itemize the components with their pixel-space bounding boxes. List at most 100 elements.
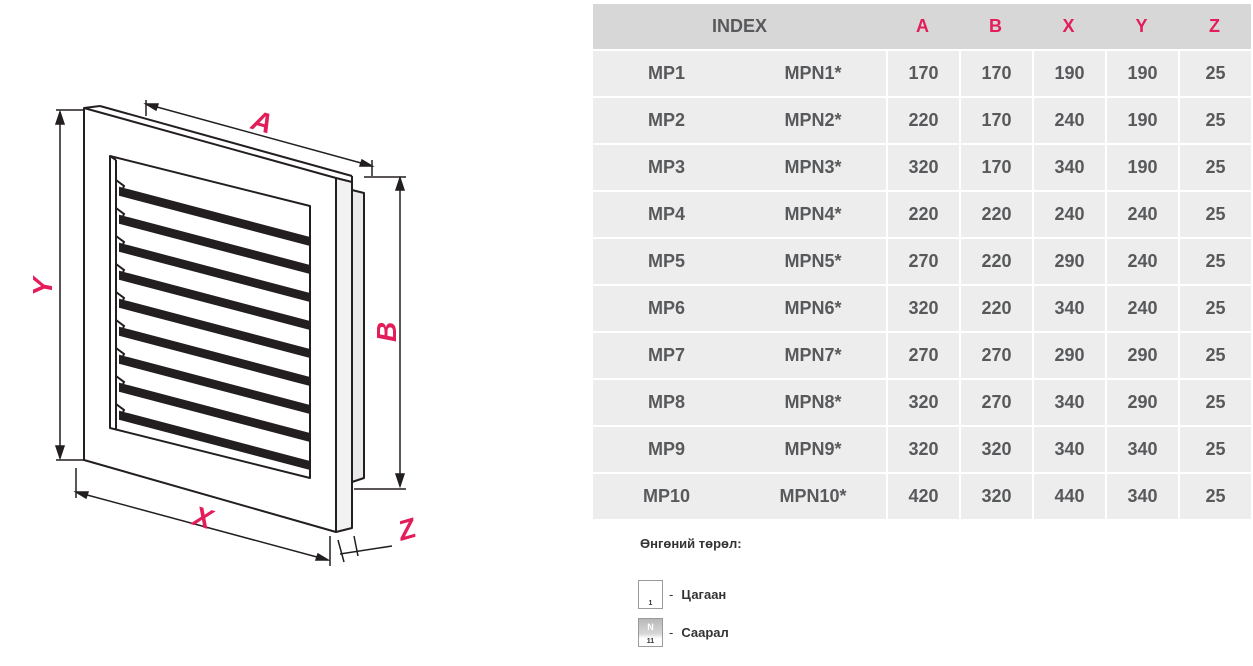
color-option-white: 1 - Цагаан bbox=[638, 580, 726, 609]
cell-index-mpn: MPN2* bbox=[740, 96, 886, 143]
cell-z: 25 bbox=[1178, 190, 1251, 237]
cell-b: 170 bbox=[959, 96, 1032, 143]
cell-b: 320 bbox=[959, 425, 1032, 472]
cell-x: 290 bbox=[1032, 331, 1105, 378]
cell-index-mp: MP4 bbox=[593, 190, 740, 237]
cell-b: 270 bbox=[959, 331, 1032, 378]
color-label-white: Цагаан bbox=[681, 587, 727, 602]
header-z: Z bbox=[1178, 4, 1251, 49]
cell-index-mpn: MPN10* bbox=[740, 472, 886, 519]
cell-b: 170 bbox=[959, 49, 1032, 96]
louvre-hinge bbox=[115, 207, 126, 224]
swatch-code: 1 bbox=[648, 600, 653, 607]
white-swatch: 1 bbox=[638, 580, 663, 609]
cell-y: 190 bbox=[1105, 49, 1178, 96]
cell-x: 440 bbox=[1032, 472, 1105, 519]
cell-x: 340 bbox=[1032, 284, 1105, 331]
cell-index-mp: MP8 bbox=[593, 378, 740, 425]
cell-y: 340 bbox=[1105, 425, 1178, 472]
cell-b: 170 bbox=[959, 143, 1032, 190]
color-label-grey: Саарал bbox=[681, 625, 729, 640]
cell-z: 25 bbox=[1178, 143, 1251, 190]
cell-b: 220 bbox=[959, 284, 1032, 331]
cell-z: 25 bbox=[1178, 472, 1251, 519]
louvre-hinge bbox=[115, 403, 126, 420]
cell-index-mp: MP10 bbox=[593, 472, 740, 519]
cell-a: 220 bbox=[886, 96, 959, 143]
swatch-separator: - bbox=[669, 625, 674, 640]
cell-index-mp: MP9 bbox=[593, 425, 740, 472]
cell-a: 320 bbox=[886, 284, 959, 331]
cell-x: 190 bbox=[1032, 49, 1105, 96]
cell-x: 340 bbox=[1032, 378, 1105, 425]
header-index: INDEX bbox=[593, 4, 886, 49]
header-b: B bbox=[959, 4, 1032, 49]
louvre-hinge bbox=[115, 375, 126, 392]
cell-a: 220 bbox=[886, 190, 959, 237]
cell-index-mpn: MPN1* bbox=[740, 49, 886, 96]
cell-index-mp: MP6 bbox=[593, 284, 740, 331]
cell-a: 320 bbox=[886, 143, 959, 190]
cell-a: 320 bbox=[886, 425, 959, 472]
cell-x: 240 bbox=[1032, 190, 1105, 237]
cell-b: 220 bbox=[959, 190, 1032, 237]
cell-a: 420 bbox=[886, 472, 959, 519]
cell-y: 240 bbox=[1105, 284, 1178, 331]
louvres bbox=[115, 179, 311, 471]
cell-a: 170 bbox=[886, 49, 959, 96]
grille-side bbox=[335, 177, 353, 533]
header-a: A bbox=[886, 4, 959, 49]
swatch-code: 11 bbox=[646, 638, 655, 645]
cell-x: 340 bbox=[1032, 143, 1105, 190]
cell-y: 340 bbox=[1105, 472, 1178, 519]
grey-swatch: N 11 bbox=[638, 618, 663, 647]
grille-drawing: A Y B X Z bbox=[27, 100, 420, 566]
cell-a: 270 bbox=[886, 331, 959, 378]
louvre-hinge bbox=[115, 235, 126, 252]
cell-z: 25 bbox=[1178, 237, 1251, 284]
louvre-hinge bbox=[115, 347, 126, 364]
cell-index-mp: MP3 bbox=[593, 143, 740, 190]
header-x: X bbox=[1032, 4, 1105, 49]
cell-b: 220 bbox=[959, 237, 1032, 284]
cell-y: 190 bbox=[1105, 96, 1178, 143]
cell-z: 25 bbox=[1178, 378, 1251, 425]
cell-index-mpn: MPN9* bbox=[740, 425, 886, 472]
cell-z: 25 bbox=[1178, 49, 1251, 96]
cell-x: 340 bbox=[1032, 425, 1105, 472]
cell-z: 25 bbox=[1178, 331, 1251, 378]
cell-index-mpn: MPN3* bbox=[740, 143, 886, 190]
louvre-hinge bbox=[115, 179, 126, 196]
dimension-label-a: A bbox=[247, 104, 276, 140]
cell-z: 25 bbox=[1178, 425, 1251, 472]
cell-x: 240 bbox=[1032, 96, 1105, 143]
cell-y: 290 bbox=[1105, 378, 1178, 425]
colors-title: Өнгөний төрөл: bbox=[640, 536, 742, 551]
louvre-hinge bbox=[115, 319, 126, 336]
table-header-row: INDEX A B X Y Z bbox=[593, 4, 1251, 49]
header-y: Y bbox=[1105, 4, 1178, 49]
cell-index-mp: MP5 bbox=[593, 237, 740, 284]
cell-index-mp: MP2 bbox=[593, 96, 740, 143]
cell-a: 320 bbox=[886, 378, 959, 425]
cell-index-mpn: MPN5* bbox=[740, 237, 886, 284]
dimension-label-x: X bbox=[188, 500, 219, 536]
cell-y: 190 bbox=[1105, 143, 1178, 190]
swatch-separator: - bbox=[669, 587, 674, 602]
cell-index-mpn: MPN4* bbox=[740, 190, 886, 237]
cell-b: 320 bbox=[959, 472, 1032, 519]
dimension-label-z: Z bbox=[393, 512, 420, 547]
dimension-label-b: B bbox=[371, 322, 402, 342]
cell-y: 240 bbox=[1105, 190, 1178, 237]
cell-index-mpn: MPN8* bbox=[740, 378, 886, 425]
cell-index-mp: MP7 bbox=[593, 331, 740, 378]
